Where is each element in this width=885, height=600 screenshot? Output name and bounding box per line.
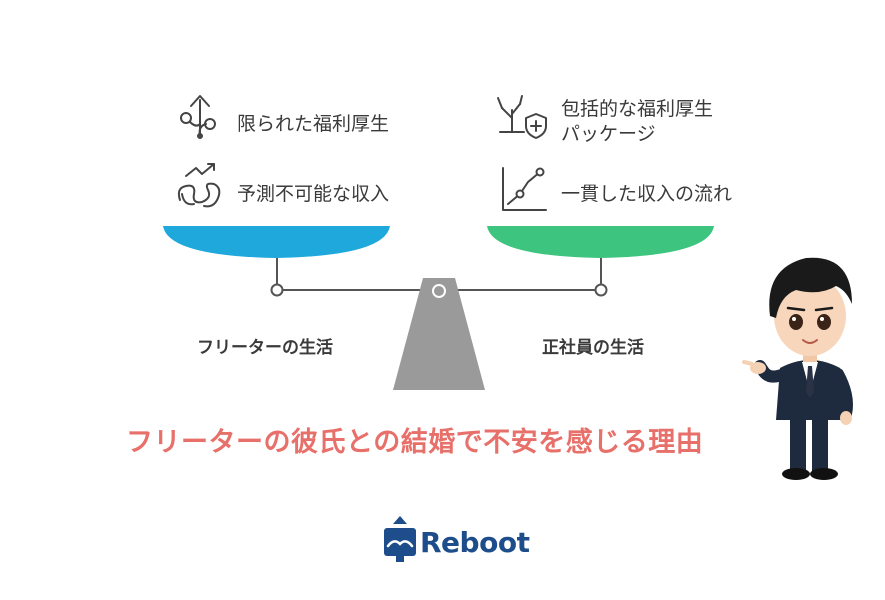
reboot-logo-icon xyxy=(384,516,416,562)
right-pan-label: 正社員の生活 xyxy=(542,338,644,358)
right-pan xyxy=(487,226,714,258)
tangled-arrow-icon xyxy=(177,163,221,208)
fulcrum xyxy=(393,278,485,390)
left-pan-label: フリーターの生活 xyxy=(197,338,333,358)
left-item-1-text: 限られた福利厚生 xyxy=(237,113,390,135)
right-item-1-line2: パッケージ xyxy=(561,123,656,145)
right-item-2-text: 一貫した収入の流れ xyxy=(561,183,733,205)
right-item-1-line1: 包括的な福利厚生 xyxy=(561,98,714,120)
headline: フリーターの彼氏との結婚で不安を感じる理由 xyxy=(126,427,704,458)
right-item-1-text: 包括的な福利厚生 パッケージ xyxy=(561,97,713,147)
sprout-arrow-icon xyxy=(180,95,216,139)
left-pan xyxy=(163,226,390,258)
line-graph-icon xyxy=(502,167,547,211)
businessman-character xyxy=(742,257,853,480)
logo-text: Reboot xyxy=(420,526,530,559)
left-joint xyxy=(270,283,284,297)
left-item-2-text: 予測不可能な収入 xyxy=(237,183,390,205)
right-joint xyxy=(594,283,608,297)
tree-shield-icon xyxy=(497,95,547,139)
pivot xyxy=(432,284,446,298)
